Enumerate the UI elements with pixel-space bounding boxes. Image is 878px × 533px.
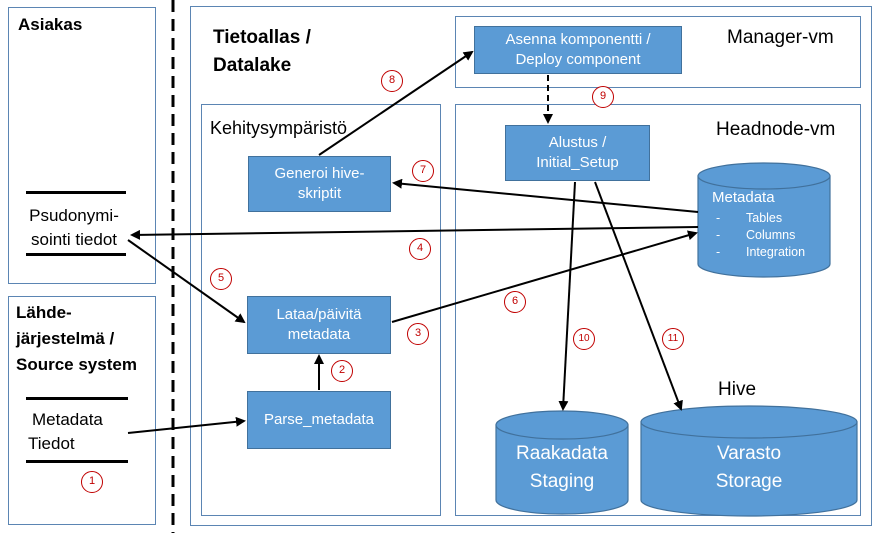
- hive-title: Hive: [718, 379, 757, 400]
- pseudo-doc-bottom-line: [26, 253, 126, 256]
- step-badge-7: 7: [412, 160, 434, 182]
- pseudo-doc-label-line-2: sointi tiedot: [31, 230, 117, 249]
- step-badge-1: 1: [81, 471, 103, 493]
- metadata-db-item-columns: -Columns: [716, 228, 796, 242]
- parse-metadata-label: Parse_metadata: [263, 411, 375, 428]
- pseudo-doc-label: Psudonymi- sointi tiedot: [16, 204, 132, 252]
- varasto-label-line-2: Storage: [715, 471, 783, 492]
- step-badge-5: 5: [210, 268, 232, 290]
- metadata-db-item-integration: -Integration: [716, 245, 806, 259]
- metadata-db-title: Metadata: [712, 189, 775, 206]
- step-badge-10: 10: [573, 328, 595, 350]
- load-update-metadata-box: Lataa/päivitä metadata: [247, 296, 391, 354]
- headnode-vm-title: Headnode-vm: [716, 119, 836, 140]
- source-system-title-line-1: Lähde-: [16, 303, 72, 322]
- parse-metadata-box: Parse_metadata: [247, 391, 391, 449]
- initial-setup-box: Alustus / Initial_Setup: [505, 125, 650, 181]
- datalake-title-line-1: Tietoallas /: [213, 27, 311, 48]
- load-update-metadata-line-1: Lataa/päivitä: [276, 306, 362, 323]
- datalake-title: Tietoallas / Datalake: [213, 24, 311, 80]
- deploy-component-box: Asenna komponentti / Deploy component: [474, 26, 682, 74]
- metadata-doc-label-line-1: Metadata: [32, 410, 103, 429]
- datalake-title-line-2: Datalake: [213, 55, 292, 76]
- varasto-label: Varasto Storage: [641, 440, 857, 496]
- deploy-component-line-2: Deploy component: [515, 51, 641, 68]
- asiakas-title: Asiakas: [18, 15, 83, 34]
- pseudo-doc-top-line: [26, 191, 126, 194]
- source-system-title: Lähde- järjestelmä / Source system: [16, 300, 137, 378]
- load-update-metadata-line-2: metadata: [287, 326, 351, 343]
- step-badge-2: 2: [331, 360, 353, 382]
- raakadata-label-line-1: Raakadata: [516, 443, 608, 464]
- metadata-db-item-tables: -Tables: [716, 211, 783, 225]
- step-badge-9: 9: [592, 86, 614, 108]
- step-badge-6: 6: [504, 291, 526, 313]
- raakadata-label-line-2: Staging: [529, 471, 595, 492]
- step-badge-11: 11: [662, 328, 684, 350]
- initial-setup-line-2: Initial_Setup: [536, 154, 619, 171]
- step-badge-8: 8: [381, 70, 403, 92]
- pseudo-doc-label-line-1: Psudonymi-: [29, 206, 119, 225]
- metadata-db-list: -Tables -Columns -Integration: [716, 210, 805, 261]
- source-system-title-line-2: järjestelmä /: [16, 329, 115, 348]
- varasto-label-line-1: Varasto: [716, 443, 782, 464]
- kehitysymparisto-title: Kehitysympäristö: [210, 118, 348, 138]
- step-badge-4: 4: [409, 238, 431, 260]
- generate-hive-scripts-line-2: skriptit: [297, 185, 342, 202]
- metadata-doc-label: Metadata Tiedot: [28, 408, 124, 456]
- deploy-component-line-1: Asenna komponentti /: [505, 31, 651, 48]
- metadata-doc-label-line-2: Tiedot: [28, 434, 75, 453]
- manager-vm-title: Manager-vm: [727, 27, 834, 48]
- initial-setup-line-1: Alustus /: [548, 134, 607, 151]
- step-badge-3: 3: [407, 323, 429, 345]
- metadata-doc-top-line: [26, 397, 128, 400]
- raakadata-label: Raakadata Staging: [496, 440, 628, 496]
- metadata-doc-bottom-line: [26, 460, 128, 463]
- generate-hive-scripts-line-1: Generoi hive-: [274, 165, 365, 182]
- generate-hive-scripts-box: Generoi hive-skriptit: [248, 156, 391, 212]
- source-system-title-line-3: Source system: [16, 355, 137, 374]
